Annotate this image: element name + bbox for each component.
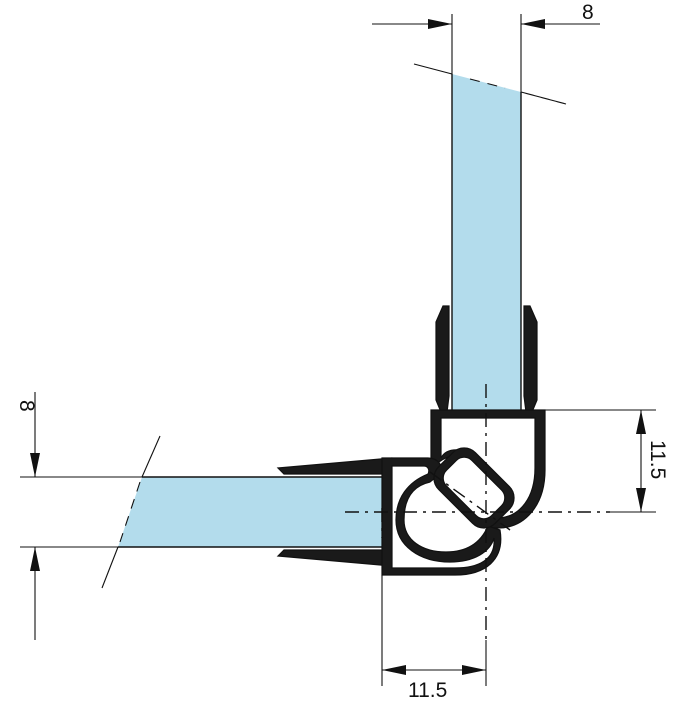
horizontal-glass-panel xyxy=(101,435,392,589)
horizontal-glass-fill xyxy=(118,477,392,547)
dimension-bottom-offset: 11.5 xyxy=(381,575,487,702)
dimension-left-thickness: 8 xyxy=(15,392,142,640)
dimension-right-offset: 11.5 xyxy=(545,409,669,513)
horizontal-break-line xyxy=(141,435,161,478)
dimension-left-thickness-label: 8 xyxy=(15,400,38,412)
dimension-top-width-label: 8 xyxy=(582,1,594,24)
dimension-right-offset-label: 11.5 xyxy=(646,440,669,479)
dimension-bottom-offset-label: 11.5 xyxy=(408,679,447,702)
horizontal-seal-profile xyxy=(276,457,502,576)
vertical-glass-panel xyxy=(413,63,567,410)
dimension-top-width: 8 xyxy=(372,1,600,92)
center-lines xyxy=(345,384,610,640)
vertical-glass-fill xyxy=(452,74,521,410)
hinge-knuckle xyxy=(433,447,515,529)
knuckle-inner xyxy=(442,456,506,520)
vertical-break-line xyxy=(413,63,453,75)
